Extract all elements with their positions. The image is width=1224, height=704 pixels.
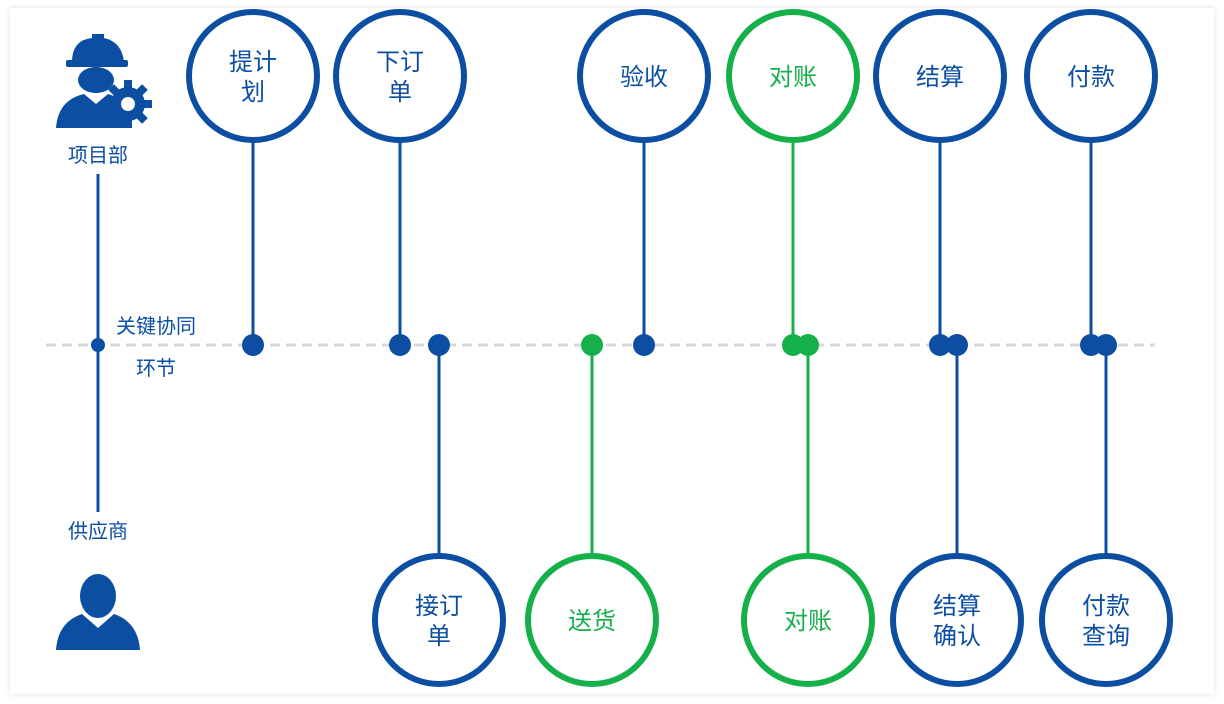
axis-label-line1: 关键协同: [116, 314, 196, 338]
axis-dot-settle-confirm: [946, 334, 968, 356]
node-label-settle-confirm-1: 确认: [933, 622, 981, 650]
node-circle-supplier-reconcile: [741, 553, 875, 687]
node-accept: 验收: [577, 9, 711, 356]
node-circle-plan: [186, 9, 320, 143]
node-label-order-1: 单: [388, 78, 412, 106]
node-circle-accept: [577, 9, 711, 143]
node-label-receive-order-0: 接订: [415, 592, 463, 620]
axis-dot-receive-order: [428, 334, 450, 356]
axis-dot-settle: [929, 334, 951, 356]
node-circle-deliver: [525, 553, 659, 687]
node-plan: 提计划: [186, 9, 320, 356]
node-settle: 结算: [873, 9, 1007, 356]
node-label-plan-0: 提计: [229, 48, 277, 76]
node-label-accept-0: 验收: [620, 63, 668, 91]
node-circle-receive-order: [372, 553, 506, 687]
node-label-pay-0: 付款: [1067, 63, 1115, 91]
axis-dot-order: [389, 334, 411, 356]
node-circle-pay: [1024, 9, 1158, 143]
node-label-pay-query-1: 查询: [1082, 622, 1130, 650]
axis-dot-pay-query: [1095, 334, 1117, 356]
node-label-plan-1: 划: [241, 78, 265, 106]
axis-dot-plan: [242, 334, 264, 356]
node-label-order-0: 下订: [376, 48, 424, 76]
axis-origin-dot: [91, 338, 105, 352]
node-label-deliver-0: 送货: [568, 607, 616, 635]
engineer-gear-icon: [56, 34, 152, 128]
node-circle-settle: [873, 9, 1007, 143]
node-receive-order: 接订单: [372, 334, 506, 687]
node-circle-order: [333, 9, 467, 143]
node-circle-reconcile: [726, 9, 860, 143]
node-label-reconcile-0: 对账: [769, 63, 817, 91]
top-actor-label: 项目部: [68, 143, 128, 167]
node-label-settle-confirm-0: 结算: [933, 592, 981, 620]
node-circle-pay-query: [1039, 553, 1173, 687]
axis-dot-supplier-reconcile: [797, 334, 819, 356]
node-label-receive-order-1: 单: [427, 622, 451, 650]
node-circle-settle-confirm: [890, 553, 1024, 687]
node-label-settle-0: 结算: [916, 63, 964, 91]
node-label-supplier-reconcile-0: 对账: [784, 607, 832, 635]
axis-dot-accept: [633, 334, 655, 356]
node-reconcile: 对账: [726, 9, 860, 356]
axis-dot-deliver: [581, 334, 603, 356]
axis-label-line2: 环节: [136, 356, 176, 380]
node-label-pay-query-0: 付款: [1082, 592, 1130, 620]
bottom-actor-label: 供应商: [68, 519, 128, 543]
node-supplier-reconcile: 对账: [741, 334, 875, 687]
node-pay: 付款: [1024, 9, 1158, 356]
node-order: 下订单: [333, 9, 467, 356]
node-deliver: 送货: [525, 334, 659, 687]
person-icon: [56, 574, 140, 650]
